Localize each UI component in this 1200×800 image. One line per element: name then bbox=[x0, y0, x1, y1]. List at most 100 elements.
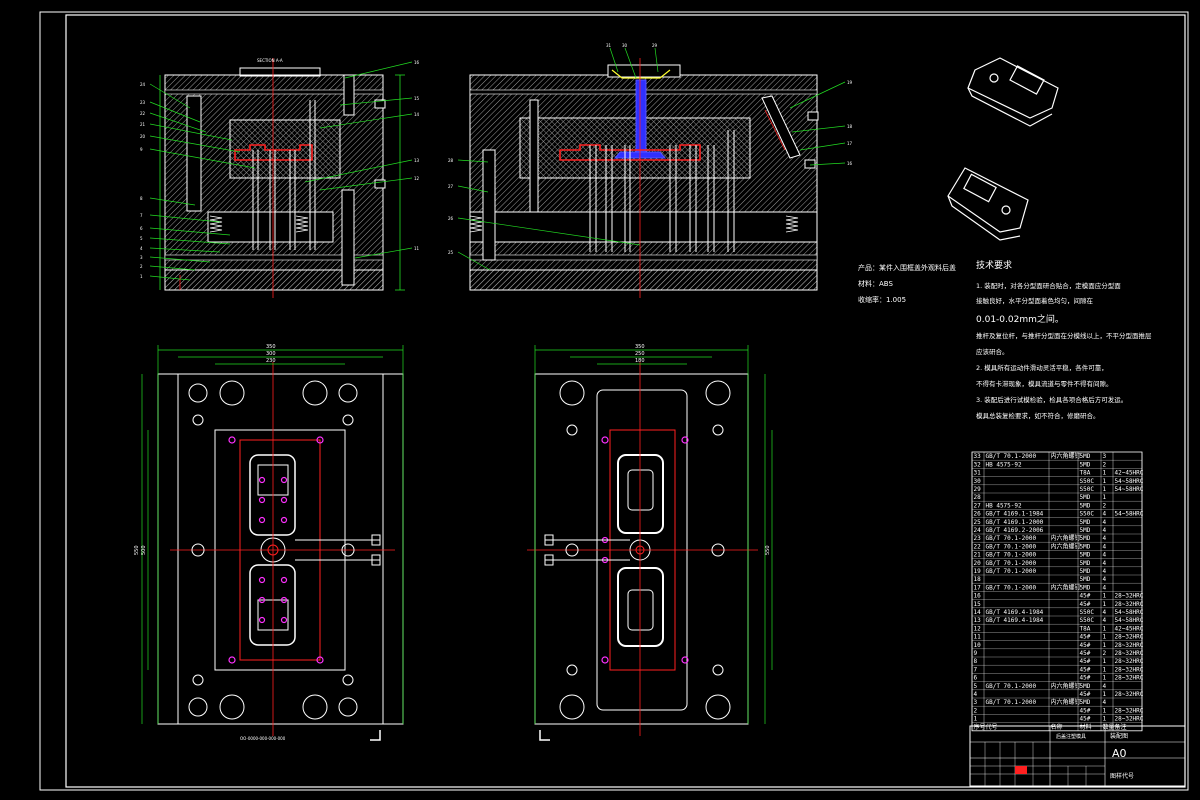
technical-requirements: 技术要求 1. 装配时，对各分型面研合贴合，定模面应分型面 接触良好，水平分型面… bbox=[976, 259, 1152, 420]
dim-left-h2: 500 bbox=[141, 545, 147, 555]
bom-header-cell: 序号 bbox=[974, 723, 986, 731]
bom-cell: GB/T 4169.1-2000 bbox=[986, 519, 1044, 526]
tech-line-2: 接触良好，水平分型面着色均匀，间隙在 bbox=[976, 296, 1094, 305]
bom-cell: HB 4575-92 bbox=[986, 502, 1023, 509]
bom-cell: 28~32HRC bbox=[1115, 658, 1144, 665]
balloon-14: 14 bbox=[414, 112, 420, 117]
bom-cell: 54~58HRC bbox=[1115, 617, 1144, 624]
inner-frame bbox=[65, 14, 1186, 788]
bom-cell: 45# bbox=[1080, 707, 1091, 714]
bom-cell: GB/T 70.1-2000 bbox=[986, 543, 1037, 550]
balloon-30: 30 bbox=[622, 43, 628, 48]
bom-cell: 14 bbox=[974, 609, 982, 616]
bom-cell: 45# bbox=[1080, 601, 1091, 608]
dim-right-outer: 350 bbox=[635, 344, 645, 350]
bom-cell: 5 bbox=[974, 683, 978, 690]
bom-cell: 28~32HRC bbox=[1115, 716, 1144, 723]
bom-cell: 2 bbox=[1103, 650, 1107, 657]
bom-cell: 内六角螺钉 bbox=[1051, 583, 1081, 591]
bom-cell: 4 bbox=[1103, 699, 1107, 706]
bom-cell: 10 bbox=[974, 642, 982, 649]
bom-cell: 54~58HRC bbox=[1115, 478, 1144, 485]
bom-cell: 24 bbox=[974, 527, 982, 534]
bom-cell: 5MD bbox=[1080, 502, 1091, 509]
balloon-24: 24 bbox=[140, 82, 146, 87]
product-shrinkage: 收缩率：1.005 bbox=[858, 295, 906, 304]
bom-cell: 5MD bbox=[1080, 576, 1091, 583]
tech-line-3: 0.01-0.02mm之间。 bbox=[976, 313, 1064, 325]
bom-cell: 45# bbox=[1080, 716, 1091, 723]
bom-cell: 内六角螺钉 bbox=[1051, 542, 1081, 550]
bom-cell: 9 bbox=[974, 650, 978, 657]
bom-cell: 1 bbox=[1103, 634, 1107, 641]
bom-cell: GB/T 70.1-2000 bbox=[986, 552, 1037, 559]
bom-cell: 5MD bbox=[1080, 535, 1091, 542]
bom-cell: HB 4575-92 bbox=[986, 461, 1023, 468]
bom-cell: 26 bbox=[974, 511, 982, 518]
bom-cell: 45# bbox=[1080, 642, 1091, 649]
bom-cell: 1 bbox=[1103, 601, 1107, 608]
bom-cell: S50C bbox=[1080, 609, 1095, 616]
bom-cell: 11 bbox=[974, 634, 982, 641]
bom-cell: 5MD bbox=[1080, 584, 1091, 591]
bom-cell: 28~32HRC bbox=[1115, 642, 1144, 649]
bom-cell: GB/T 70.1-2000 bbox=[986, 568, 1037, 575]
bom-cell: 28 bbox=[974, 494, 982, 501]
bom-cell: 54~58HRC bbox=[1115, 511, 1144, 518]
bom-cell: 4 bbox=[1103, 511, 1107, 518]
bom-cell: 1 bbox=[1103, 707, 1107, 714]
bom-cell: 12 bbox=[974, 625, 982, 632]
bom-cell: 45# bbox=[1080, 650, 1091, 657]
title-sheet-size: A0 bbox=[1112, 747, 1127, 760]
bom-cell: S50C bbox=[1080, 511, 1095, 518]
tech-line-7: 不得有卡滞现象，模具流道与零件不得有间隙。 bbox=[976, 379, 1113, 388]
bom-cell: 5MD bbox=[1080, 552, 1091, 559]
title-part-name: 后盖注塑模具 bbox=[1056, 733, 1086, 740]
bom-cell: S50C bbox=[1080, 486, 1095, 493]
bom-header-cell: 数量 bbox=[1103, 723, 1115, 731]
product-info: 产品：某件入围框盖外观料后盖 材料：ABS 收缩率：1.005 bbox=[858, 263, 956, 304]
bom-cell: 1 bbox=[1103, 691, 1107, 698]
bom-header-cell: 代号 bbox=[986, 723, 998, 731]
bom-header-cell: 材料 bbox=[1080, 723, 1092, 731]
bom-cell: 2 bbox=[1103, 461, 1107, 468]
bom-cell: 33 bbox=[974, 453, 982, 460]
bom-cell: 45# bbox=[1080, 593, 1091, 600]
bom-cell: 5MD bbox=[1080, 699, 1091, 706]
bom-cell: 1 bbox=[1103, 478, 1107, 485]
tech-line-5: 应该研合。 bbox=[976, 347, 1009, 356]
balloon-6: 6 bbox=[140, 226, 143, 231]
bom-cell: 7 bbox=[974, 666, 978, 673]
bom-cell: 27 bbox=[974, 502, 982, 509]
dim-left-h1: 550 bbox=[134, 545, 140, 555]
bom-cell: 8 bbox=[974, 658, 978, 665]
bom-cell: 1 bbox=[1103, 486, 1107, 493]
bom-cell: S50C bbox=[1080, 617, 1095, 624]
tech-line-1: 1. 装配时，对各分型面研合贴合，定模面应分型面 bbox=[976, 281, 1121, 290]
balloon-20: 20 bbox=[140, 134, 146, 139]
bom-cell: 6 bbox=[974, 675, 978, 682]
bom-cell: 28~32HRC bbox=[1115, 675, 1144, 682]
balloon-17: 17 bbox=[847, 141, 853, 146]
tech-line-6: 2. 模具所有运动件滑动灵活平稳，各件可靠， bbox=[976, 363, 1108, 372]
bom-cell: 21 bbox=[974, 552, 982, 559]
balloon-9: 9 bbox=[140, 147, 143, 152]
section-view-left: SECTION A-A bbox=[159, 58, 405, 298]
bom-cell: 45# bbox=[1080, 658, 1091, 665]
bom-cell: 4 bbox=[1103, 535, 1107, 542]
balloon-28: 28 bbox=[448, 158, 454, 163]
bom-cell: 5MD bbox=[1080, 461, 1091, 468]
section-label-a: SECTION A-A bbox=[257, 58, 283, 63]
part-3d-view-bottom bbox=[947, 167, 1029, 241]
bom-cell: 28~32HRC bbox=[1115, 593, 1144, 600]
bom-cell: GB/T 70.1-2000 bbox=[986, 560, 1037, 567]
bom-cell: 内六角螺钉 bbox=[1051, 682, 1081, 690]
balloon-7: 7 bbox=[140, 213, 143, 218]
balloon-labels-right: 31 30 29 28 27 26 25 19 18 17 16 bbox=[448, 43, 853, 255]
bom-cell: 13 bbox=[974, 617, 982, 624]
balloon-26: 26 bbox=[448, 216, 454, 221]
plan-view-left: 350 300 230 550 500 OO-0000-000-000-000 bbox=[134, 344, 404, 741]
bom-cell: 4 bbox=[1103, 617, 1107, 624]
